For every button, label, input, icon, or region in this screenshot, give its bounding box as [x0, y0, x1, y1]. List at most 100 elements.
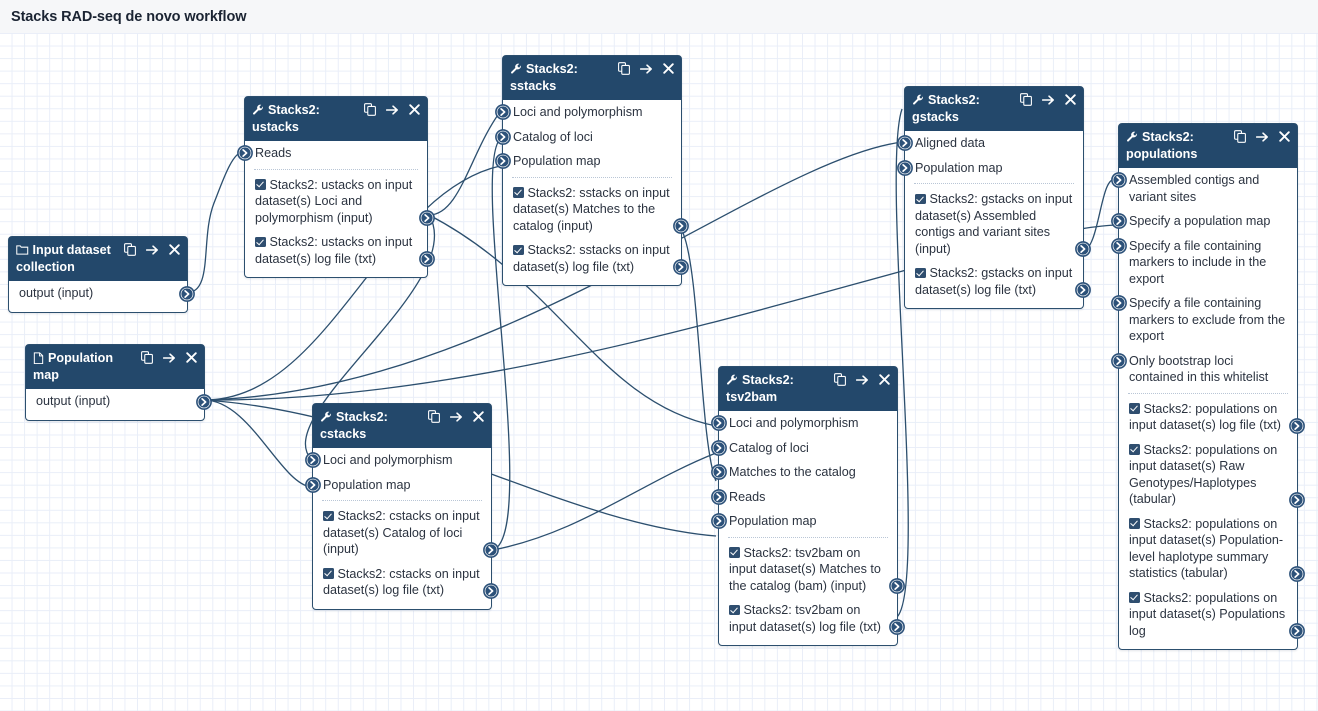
input-port-row[interactable]: Aligned data [897, 131, 1083, 156]
input-terminal-icon[interactable] [305, 452, 321, 468]
node-header-input-dataset-collection[interactable]: Input dataset collection [9, 237, 187, 281]
output-terminal-icon[interactable] [196, 393, 212, 410]
input-terminal-icon[interactable] [1111, 213, 1127, 229]
output-checkbox[interactable] [729, 604, 740, 615]
input-port-row[interactable]: Catalog of loci [711, 436, 897, 461]
output-port-row[interactable]: Stacks2: gstacks on input dataset(s) Ass… [905, 187, 1091, 261]
close-icon[interactable] [409, 104, 420, 115]
input-port-row[interactable]: Catalog of loci [495, 125, 681, 150]
input-terminal-icon[interactable] [1111, 237, 1127, 254]
input-port-row[interactable]: Reads [237, 141, 427, 166]
arrow-right-icon[interactable] [449, 411, 463, 423]
close-icon[interactable] [879, 374, 890, 385]
node-header-population-map[interactable]: Population map [26, 345, 204, 389]
node-header-stacks2-gstacks[interactable]: Stacks2: gstacks [905, 87, 1083, 131]
workflow-node-stacks2-gstacks[interactable]: Stacks2: gstacks Aligned data Population… [897, 86, 1091, 309]
close-icon[interactable] [663, 63, 674, 74]
output-terminal-icon[interactable] [673, 218, 689, 234]
output-checkbox[interactable] [729, 547, 740, 558]
input-port-row[interactable]: Only bootstrap loci contained in this wh… [1111, 349, 1297, 390]
workflow-node-stacks2-populations[interactable]: Stacks2: populations Assembled contigs a… [1111, 123, 1305, 650]
node-header-stacks2-ustacks[interactable]: Stacks2: ustacks [245, 97, 427, 141]
input-port-row[interactable]: Population map [305, 473, 491, 498]
output-port-row[interactable]: Stacks2: cstacks on input dataset(s) log… [313, 562, 499, 603]
output-terminal-icon[interactable] [419, 251, 435, 267]
duplicate-icon[interactable] [141, 351, 153, 364]
input-port-row[interactable]: Loci and polymorphism [495, 100, 681, 125]
input-port-row[interactable]: Assembled contigs and variant sites [1111, 168, 1297, 209]
output-port-row[interactable]: Stacks2: ustacks on input dataset(s) log… [245, 230, 435, 271]
output-port-row[interactable]: Stacks2: populations on input dataset(s)… [1119, 438, 1305, 512]
output-terminal-icon[interactable] [889, 619, 905, 635]
input-terminal-icon[interactable] [495, 104, 511, 120]
output-terminal-icon[interactable] [1075, 241, 1091, 257]
input-terminal-icon[interactable] [495, 153, 511, 169]
output-checkbox[interactable] [915, 267, 926, 278]
output-checkbox[interactable] [323, 510, 334, 521]
output-terminal-icon[interactable] [889, 578, 905, 594]
workflow-node-stacks2-sstacks[interactable]: Stacks2: sstacks Loci and polymorphism C… [495, 55, 689, 286]
duplicate-icon[interactable] [618, 62, 630, 75]
output-terminal-icon[interactable] [419, 210, 435, 226]
arrow-right-icon[interactable] [1041, 94, 1055, 106]
duplicate-icon[interactable] [364, 103, 376, 116]
output-port-row[interactable]: Stacks2: sstacks on input dataset(s) Mat… [503, 181, 689, 239]
output-port-row[interactable]: Stacks2: cstacks on input dataset(s) Cat… [313, 504, 499, 562]
close-icon[interactable] [1065, 94, 1076, 105]
input-terminal-icon[interactable] [711, 464, 727, 480]
close-icon[interactable] [473, 411, 484, 422]
input-terminal-icon[interactable] [897, 159, 913, 176]
output-port-row[interactable]: Stacks2: gstacks on input dataset(s) log… [905, 261, 1091, 302]
output-terminal-icon[interactable] [179, 285, 195, 302]
duplicate-icon[interactable] [428, 410, 440, 423]
input-port-row[interactable]: Population map [711, 509, 897, 534]
input-terminal-icon[interactable] [305, 476, 321, 493]
arrow-right-icon[interactable] [162, 352, 176, 364]
output-checkbox[interactable] [1129, 592, 1140, 603]
output-checkbox[interactable] [513, 187, 524, 198]
input-terminal-icon[interactable] [711, 513, 727, 529]
close-icon[interactable] [186, 352, 197, 363]
output-terminal-icon[interactable] [673, 259, 689, 275]
input-port-row[interactable]: Population map [495, 149, 681, 174]
input-port-row[interactable]: Matches to the catalog [711, 460, 897, 485]
arrow-right-icon[interactable] [145, 244, 159, 256]
output-terminal-icon[interactable] [483, 541, 499, 558]
input-terminal-icon[interactable] [711, 415, 727, 431]
input-terminal-icon[interactable] [711, 439, 727, 456]
output-checkbox[interactable] [1129, 444, 1140, 455]
close-icon[interactable] [169, 244, 180, 255]
input-terminal-icon[interactable] [711, 488, 727, 505]
workflow-node-stacks2-cstacks[interactable]: Stacks2: cstacks Loci and polymorphism P… [305, 403, 499, 610]
workflow-canvas[interactable]: Input dataset collection output (input) … [0, 33, 1318, 711]
output-port-row[interactable]: Stacks2: populations on input dataset(s)… [1119, 586, 1305, 644]
arrow-right-icon[interactable] [639, 63, 653, 75]
input-port-row[interactable]: Specify a population map [1111, 209, 1297, 234]
input-port-row[interactable]: Reads [711, 485, 897, 510]
input-port-row[interactable]: Loci and polymorphism [305, 448, 491, 473]
output-port-row[interactable]: output (input) [26, 389, 212, 414]
output-port-row[interactable]: Stacks2: tsv2bam on input dataset(s) Mat… [719, 541, 905, 599]
output-port-row[interactable]: Stacks2: populations on input dataset(s)… [1119, 512, 1305, 586]
duplicate-icon[interactable] [124, 243, 136, 256]
input-terminal-icon[interactable] [1111, 172, 1127, 188]
node-header-stacks2-populations[interactable]: Stacks2: populations [1119, 124, 1297, 168]
output-checkbox[interactable] [915, 193, 926, 204]
output-port-row[interactable]: Stacks2: populations on input dataset(s)… [1119, 397, 1305, 438]
input-terminal-icon[interactable] [1111, 352, 1127, 369]
input-terminal-icon[interactable] [897, 135, 913, 151]
workflow-node-input-dataset-collection[interactable]: Input dataset collection output (input) [8, 236, 195, 313]
output-terminal-icon[interactable] [1289, 491, 1305, 508]
workflow-node-population-map[interactable]: Population map output (input) [25, 344, 212, 421]
node-header-stacks2-cstacks[interactable]: Stacks2: cstacks [313, 404, 491, 448]
arrow-right-icon[interactable] [1255, 131, 1269, 143]
output-terminal-icon[interactable] [1075, 282, 1091, 298]
input-port-row[interactable]: Specify a file containing markers to exc… [1111, 291, 1297, 349]
output-port-row[interactable]: output (input) [9, 281, 195, 306]
arrow-right-icon[interactable] [385, 104, 399, 116]
input-port-row[interactable]: Loci and polymorphism [711, 411, 897, 436]
output-checkbox[interactable] [513, 244, 524, 255]
output-checkbox[interactable] [1129, 403, 1140, 414]
duplicate-icon[interactable] [1020, 93, 1032, 106]
